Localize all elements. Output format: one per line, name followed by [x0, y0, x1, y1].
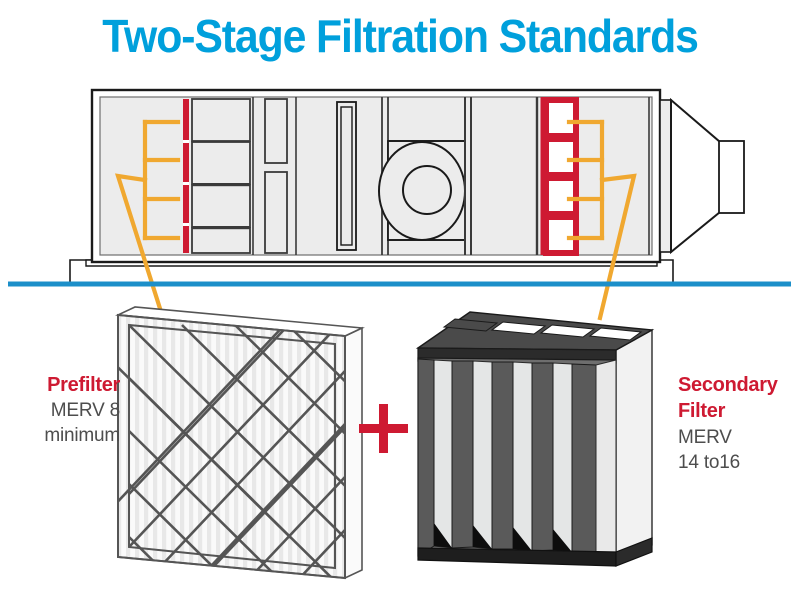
- v-bank-rigid-filter-icon: [415, 311, 655, 567]
- leader-line-bracket-right-icon: [566, 119, 637, 321]
- blower-fan-section: [378, 97, 472, 255]
- secondary-filter-section: [535, 97, 650, 256]
- discharge-transition-cone: [659, 97, 745, 255]
- prefilter-minimum-line: minimum: [44, 425, 120, 447]
- prefilter-merv-line: MERV 8: [50, 400, 120, 422]
- secondary-filter-callout-label: Secondary Filter MERV 14 to16: [678, 372, 800, 475]
- secondary-merv-range-line: 14 to16: [678, 451, 740, 473]
- prefilter-callout-label: Prefilter MERV 8 minimum: [2, 372, 120, 449]
- secondary-heading-line1: Secondary: [678, 374, 778, 396]
- secondary-merv-line: MERV: [678, 426, 732, 448]
- prefilter-section: [183, 98, 251, 254]
- plus-sign-icon: [359, 404, 408, 453]
- secondary-heading-line2: Filter: [678, 400, 726, 423]
- prefilter-heading: Prefilter: [47, 374, 120, 396]
- page-title: Two-Stage Filtration Standards: [102, 10, 699, 62]
- air-handler-unit: [69, 88, 745, 321]
- pleated-panel-filter-icon: [115, 306, 365, 580]
- leader-line-bracket-left-icon: [114, 119, 181, 321]
- unit-base-skid: [69, 259, 674, 284]
